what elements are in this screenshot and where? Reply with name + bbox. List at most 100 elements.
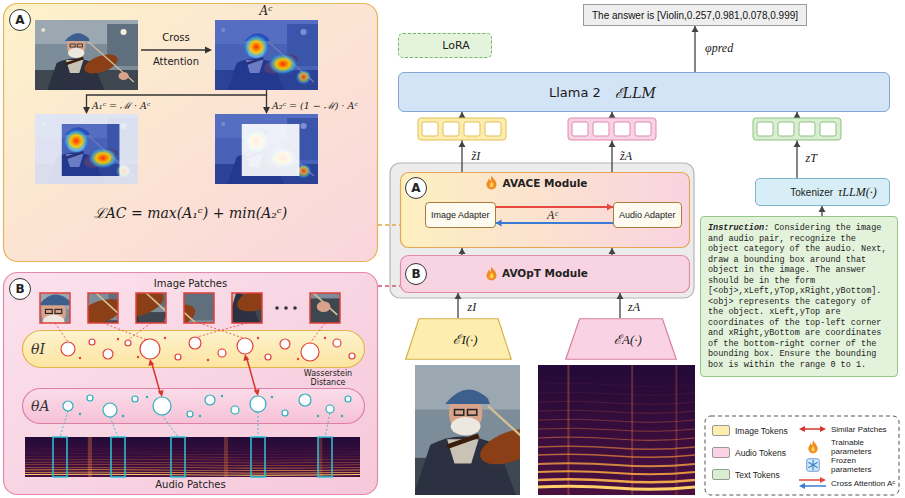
attention-map <box>215 20 318 90</box>
patch-frames <box>40 293 340 323</box>
image-patch <box>0 277 135 372</box>
answer-text: The answer is [Violin,0.257,0.981,0.078,… <box>592 10 798 21</box>
spectrogram <box>538 365 695 495</box>
legend-sample <box>799 477 826 489</box>
arrowhead <box>83 107 90 114</box>
panel-heading: Image Patches <box>3 278 378 289</box>
legend-text: Frozen parameters <box>831 456 897 474</box>
module-title: AVOpT Module <box>400 267 690 279</box>
legend-text: Trainable parameters <box>831 438 897 456</box>
badge-letter: A <box>15 13 24 27</box>
module-box-fill <box>401 173 690 248</box>
tokenizer-label: Tokenizer <box>790 187 833 198</box>
badge-letter: A <box>411 181 420 195</box>
photo <box>35 20 138 90</box>
legend-text: Audio Tokens <box>735 448 786 458</box>
module-badge: B <box>405 263 427 285</box>
distribution-band: θI <box>22 330 365 368</box>
encoder-trapezoid: ℰA(·) <box>565 318 677 360</box>
connector <box>609 248 616 255</box>
image-tokens <box>418 118 506 147</box>
panel-badge: B <box>9 278 31 300</box>
cross-attention-arrow <box>141 47 212 54</box>
similar-patch-arrow <box>148 354 259 397</box>
badge-letter: B <box>411 267 420 281</box>
arrowhead <box>794 112 801 118</box>
module-box: AVACE ModuleAImage AdapterAudio Adapter <box>400 172 690 248</box>
image-patch <box>86 258 222 353</box>
audio-tokens <box>568 118 656 147</box>
connector <box>378 286 400 287</box>
box-label: LoRA <box>442 39 469 52</box>
trapezoid-shape <box>566 319 677 360</box>
arrowhead <box>455 293 462 299</box>
distribution-band-fill <box>23 331 365 368</box>
connector <box>378 225 400 226</box>
edge-label: Aᶜ <box>547 208 557 223</box>
connector <box>819 206 826 216</box>
edge-label: zT <box>806 151 817 166</box>
arrowhead <box>609 112 616 118</box>
answer-box: The answer is [Violin,0.257,0.981,0.078,… <box>583 4 807 26</box>
tokenizer-label: τLLM(·) <box>838 185 877 200</box>
legend-sample <box>808 441 817 454</box>
image-patch <box>54 244 190 339</box>
spectrogram-strip <box>25 437 360 477</box>
arrowhead <box>263 107 270 114</box>
legend-swatch <box>712 469 730 480</box>
instruction-text: Considering the image and audio pair, re… <box>708 223 887 370</box>
map-label: A₂ᶜ = (1 − ℳ) · Aᶜ <box>272 99 358 112</box>
connector-line <box>694 26 695 72</box>
module-box: AVOpT ModuleB <box>400 255 690 293</box>
map-label: A₁ᶜ = ℳ · Aᶜ <box>92 99 150 112</box>
arrow-caption: Cross Attention <box>146 26 206 74</box>
distribution-band-fill <box>23 389 365 424</box>
trainable-icon <box>487 267 497 281</box>
connector-line <box>496 222 613 224</box>
adapter-label: Audio Adapter <box>619 210 676 220</box>
module-badge: A <box>405 177 427 199</box>
encoder-label: ℰA(·) <box>614 330 642 348</box>
legend-text: Image Tokens <box>735 426 788 436</box>
loss-formula: ℒAC = max(A₁ᶜ) + min(A₂ᶜ) <box>3 203 378 222</box>
legend-text: Text Tokens <box>735 470 780 480</box>
audio-distribution <box>63 394 351 417</box>
arrowhead <box>459 248 466 254</box>
map-label: Aᶜ <box>260 4 273 18</box>
arrowhead <box>459 112 466 118</box>
arrowhead <box>609 248 616 254</box>
image-patch <box>206 230 342 325</box>
image-dots <box>79 337 326 361</box>
masked-map <box>215 114 318 184</box>
llm-bar: Llama 2ℰLLM <box>398 72 890 112</box>
band-symbol: θI <box>22 341 45 357</box>
distance-label: Wasserstein Distance <box>295 369 361 387</box>
distribution-band: θA <box>22 388 365 424</box>
module-container <box>390 163 694 298</box>
edge-label: zI <box>468 300 477 315</box>
legend-swatch <box>712 425 730 436</box>
module-title: AVACE Module <box>400 177 690 189</box>
audio-links <box>60 411 330 437</box>
panel-a-fill <box>4 4 378 262</box>
edge-label: φpred <box>705 41 733 56</box>
trainable-icon <box>487 176 497 190</box>
text-tokens <box>753 118 841 147</box>
masked-map <box>35 114 138 184</box>
connector-line <box>378 224 400 226</box>
arrowhead <box>496 220 502 227</box>
legend-sample <box>807 459 820 472</box>
panel-heading: Audio Patches <box>3 479 378 490</box>
audio-patch-frames <box>53 437 332 477</box>
adapter-box: Audio Adapter <box>613 202 682 228</box>
connector <box>459 248 466 255</box>
legend-text: Cross Attention Aᶜ <box>831 479 897 488</box>
arrowhead <box>617 293 624 299</box>
edge-label: z̃I <box>472 149 481 164</box>
audio-dots <box>79 395 343 417</box>
edge-label: z̃A <box>620 149 632 164</box>
encoder-trapezoid: ℰI(·) <box>405 318 512 360</box>
band-symbol: θA <box>22 398 50 414</box>
llm-label: Llama 2 <box>549 85 601 100</box>
